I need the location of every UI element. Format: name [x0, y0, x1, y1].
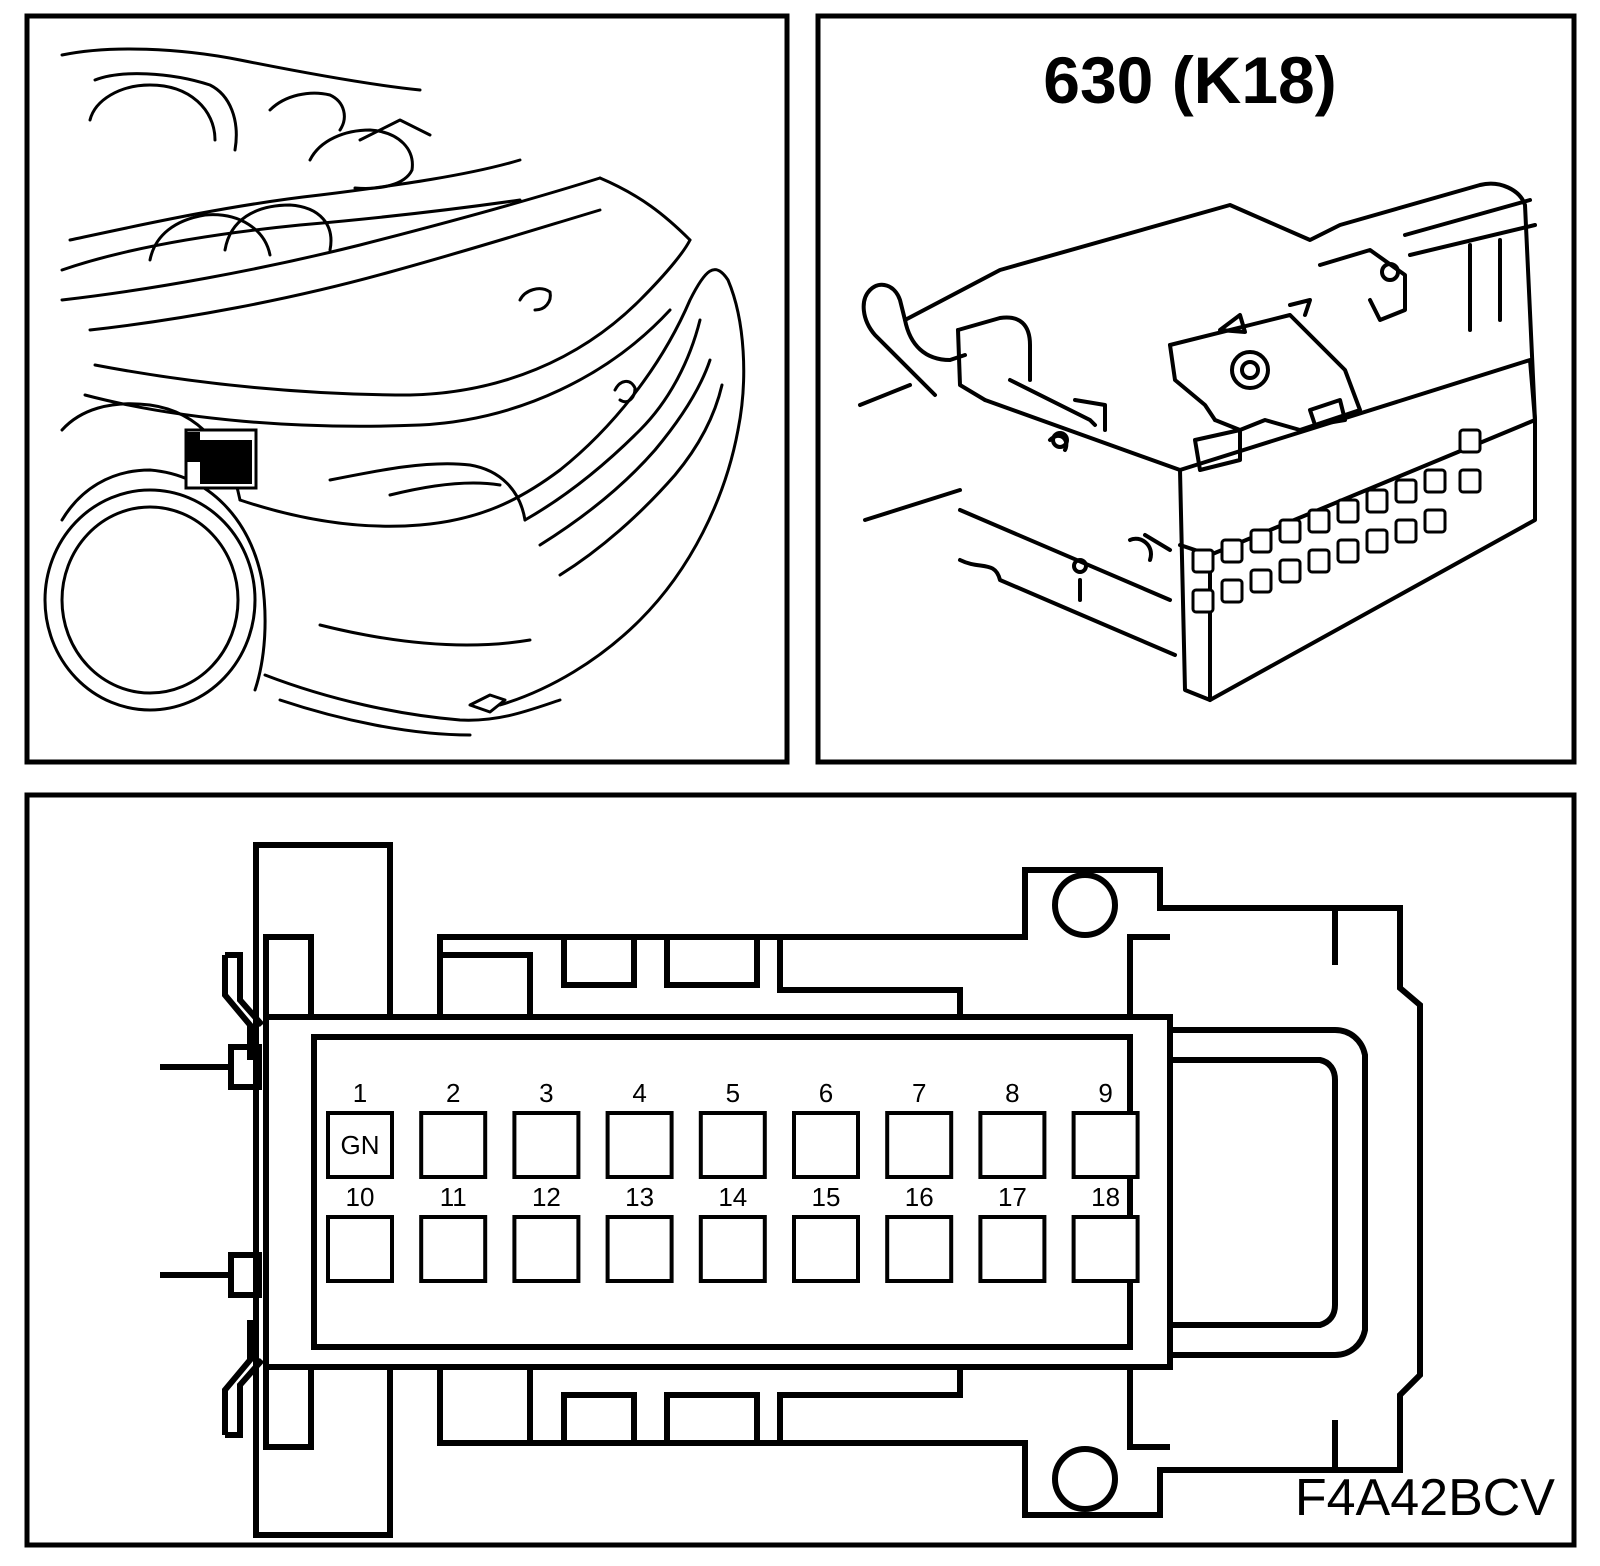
pin-box [698, 1215, 767, 1283]
pin-box [1071, 1111, 1140, 1179]
pin-number: 2 [446, 1078, 460, 1108]
connector-location-marker [184, 428, 258, 490]
pin-box [419, 1215, 488, 1283]
pin-box [605, 1215, 674, 1283]
pin-wire-color: GN [341, 1130, 380, 1160]
pin-number: 15 [812, 1182, 841, 1212]
pin-number: 8 [1005, 1078, 1019, 1108]
pin-cavity: 4 [605, 1078, 674, 1179]
pin-cavity: 3 [512, 1078, 581, 1179]
pin-box [326, 1111, 394, 1179]
pin-number: 1 [353, 1078, 367, 1108]
pin-cavity: 16 [885, 1182, 954, 1283]
pin-box [885, 1215, 954, 1283]
connector-perspective-panel: 630 (K18) [815, 13, 1577, 765]
pin-number: 13 [625, 1182, 654, 1212]
connector-pin-cavities [1191, 428, 1482, 614]
pin-cavity: 17 [978, 1182, 1047, 1283]
pin-box [512, 1111, 581, 1179]
pin-cavity: 18 [1071, 1182, 1140, 1283]
pin-box [326, 1215, 394, 1283]
pin-number: 11 [440, 1182, 467, 1212]
pin-box [792, 1215, 860, 1283]
connector-title: 630 (K18) [1043, 43, 1337, 117]
pin-number: 3 [539, 1078, 553, 1108]
panel-frame [24, 13, 790, 765]
pin-box [792, 1111, 860, 1179]
pin-number: 5 [726, 1078, 740, 1108]
pinout-panel: 1GN 2 3 4 5 6 7 8 9 10 11 12 13 14 15 16 17 18 F4A42BCV [24, 792, 1577, 1548]
figure-reference-code: F4A42BCV [1295, 1469, 1555, 1527]
pin-number: 17 [998, 1182, 1027, 1212]
pin-box [978, 1215, 1047, 1283]
pin-cavity: 13 [605, 1182, 674, 1283]
pin-cavity: 10 [326, 1182, 394, 1283]
pin-number: 16 [905, 1182, 934, 1212]
pin-cavity: 2 [419, 1078, 488, 1179]
pin-number: 7 [912, 1078, 926, 1108]
car-location-panel [24, 13, 790, 765]
pin-number: 10 [346, 1182, 375, 1212]
car-rear-illustration [43, 47, 746, 737]
pin-number: 18 [1091, 1182, 1120, 1212]
pin-cavity: 15 [792, 1182, 860, 1283]
pin-cavity: 7 [885, 1078, 954, 1179]
pin-grid: 1GN 2 3 4 5 6 7 8 9 10 11 12 13 14 15 16 17 18 [326, 1078, 1140, 1283]
pin-cavity: 9 [1071, 1078, 1140, 1179]
pin-number: 4 [632, 1078, 646, 1108]
pin-box [1071, 1215, 1140, 1283]
pin-cavity: 12 [512, 1182, 581, 1283]
pin-number: 14 [718, 1182, 747, 1212]
pin-box [885, 1111, 954, 1179]
panel-frame [815, 13, 1577, 765]
pin-cavity: 11 [419, 1182, 488, 1283]
pin-box [419, 1111, 488, 1179]
pin-box [978, 1111, 1047, 1179]
pin-box [698, 1111, 767, 1179]
pin-cavity: 8 [978, 1078, 1047, 1179]
pin-cavity: 6 [792, 1078, 860, 1179]
connector-face-outline [160, 842, 1423, 1538]
pin-box [605, 1111, 674, 1179]
pin-box [512, 1215, 581, 1283]
pin-cavity: 1GN [326, 1078, 394, 1179]
pin-number: 6 [819, 1078, 833, 1108]
pin-number: 12 [532, 1182, 561, 1212]
connector-3d-illustration [858, 181, 1537, 702]
pin-number: 9 [1098, 1078, 1112, 1108]
pin-cavity: 5 [698, 1078, 767, 1179]
pin-cavity: 14 [698, 1182, 767, 1283]
